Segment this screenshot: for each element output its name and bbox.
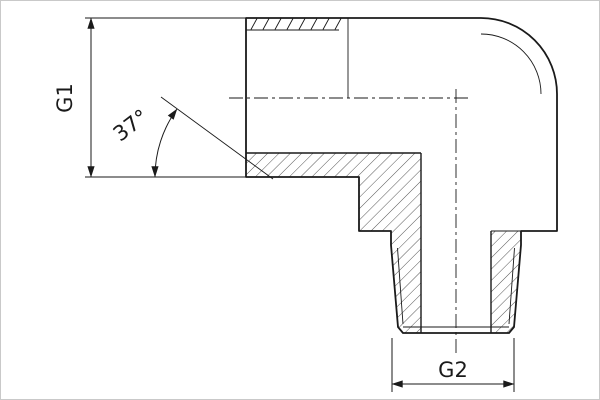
flare-angle-reference-line — [160, 96, 274, 180]
fitting-outline — [245, 17, 558, 334]
g2-dimension-label: G2 — [438, 358, 468, 382]
flare-angle-arc — [151, 108, 178, 178]
elbow-inner-corner-arc — [480, 33, 542, 95]
centerlines — [229, 89, 469, 353]
g1-dimension: G1 — [53, 17, 253, 178]
hatch-right-wall-section — [491, 231, 521, 333]
section-hatching — [246, 153, 521, 333]
g2-dimension: G2 — [391, 338, 515, 392]
flare-angle-label: 37° — [109, 105, 153, 147]
g1-dimension-label: G1 — [53, 83, 77, 113]
body-silhouette — [245, 17, 558, 334]
hatch-left-wall-section — [246, 153, 421, 333]
thread-profile-top-port — [246, 18, 342, 31]
bore-edges — [246, 152, 492, 333]
